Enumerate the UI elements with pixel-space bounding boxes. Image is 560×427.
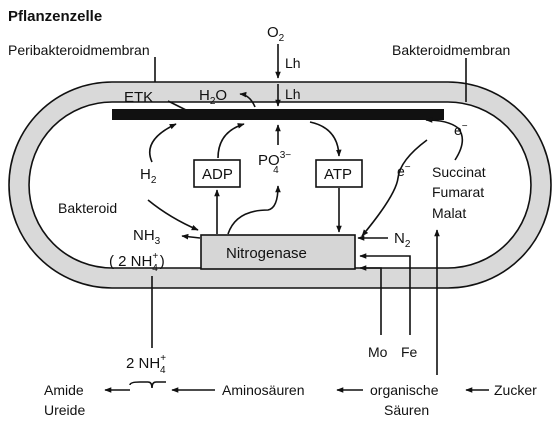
aminosaeuren-label: Aminosäuren [222,382,305,398]
mo-label: Mo [368,344,388,360]
oxygen-label: O2 [267,24,285,44]
saeuren-label: Säuren [384,402,429,418]
hydrogen-label: H2 [140,166,157,186]
adp-to-etk-arrow [217,123,245,159]
water-label: H2O [199,87,227,107]
zucker-label: Zucker [494,382,537,398]
lh-outer-label: Lh [285,55,301,71]
bacteroid-curve-arrow [147,199,199,231]
ammonium-paren-label: ( 2 NH+4) [109,251,165,274]
adp-box [193,159,241,188]
fumarat-label: Fumarat [432,184,484,200]
atp-box [315,159,363,188]
water-arrow [239,91,256,108]
bacteroid-membrane-label: Bakteroidmembran [392,42,510,58]
adp-label: ADP [202,166,233,183]
peribacteroid-membrane-label: Peribakteroidmembran [8,42,150,58]
ammonia-label: NH3 [133,227,161,247]
electron-top-label: e− [454,121,468,138]
bacteroid-label: Bakteroid [58,200,117,216]
hydrogen-arrow [148,123,177,163]
fe-label: Fe [401,344,418,360]
ammonium-brace [129,381,166,389]
electron-to-etk-arrow [425,117,464,161]
title-label: Pflanzenzelle [8,8,102,25]
electron-mid-label: e− [397,162,411,179]
nitrogenase-to-ammonia-arrow [181,233,201,240]
phosphate-label: PO3−4 [258,150,291,176]
nitrogenase-label: Nitrogenase [226,245,307,262]
etk-leader [167,100,187,111]
amide-label: Amide [44,382,84,398]
nitrogenase-to-phosphate-arrow [227,185,281,235]
malat-label: Malat [432,205,466,221]
peribacteroid-membrane-band [8,81,552,289]
lh-inner-label: Lh [285,86,301,102]
etk-label: ETK [124,89,153,106]
atp-label: ATP [324,166,352,183]
organische-label: organische [370,382,439,398]
ammonium-label: 2 NH+4 [126,353,166,376]
mo-line [359,265,382,335]
fe-line [359,253,411,335]
nitrogen-label: N2 [394,230,411,250]
etk-to-atp-arrow [309,121,342,157]
electron-to-nitrogenase-arrow [361,139,428,237]
nitrogenase-box [200,234,356,270]
ureide-label: Ureide [44,402,85,418]
etk-bar [112,109,444,120]
succinat-label: Succinat [432,164,486,180]
